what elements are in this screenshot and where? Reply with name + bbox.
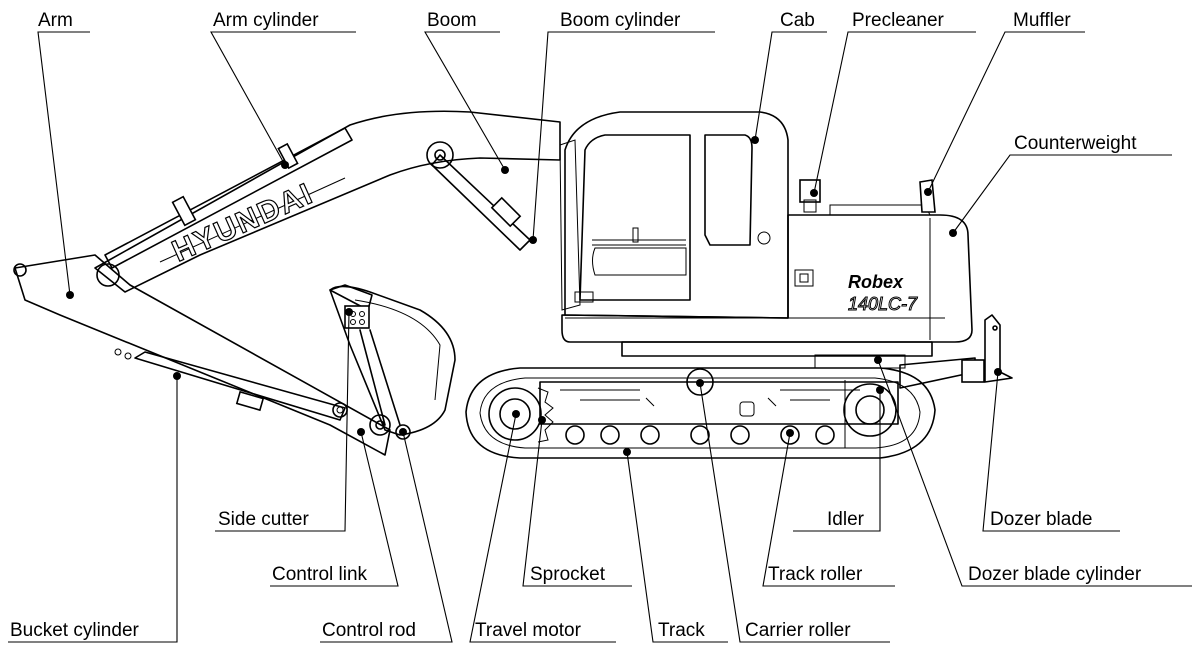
leader-boom: [424, 31, 506, 171]
leader-track: [626, 451, 728, 643]
leader-precleaner: [813, 31, 976, 194]
leader-cab: [754, 31, 827, 141]
leader-counterweight: [952, 154, 1172, 234]
leader-dozer-blade: [982, 371, 1120, 532]
label-muffler: Muffler: [1013, 10, 1071, 31]
label-carrier-roller: Carrier roller: [745, 620, 851, 641]
swing-ring-shape: [621, 341, 933, 357]
label-precleaner: Precleaner: [852, 10, 945, 31]
leader-muffler: [927, 31, 1085, 193]
label-control-rod: Control rod: [322, 620, 416, 641]
label-track: Track: [658, 620, 705, 641]
label-bucket-cylinder: Bucket cylinder: [10, 620, 140, 641]
leader-lines: [8, 31, 1192, 643]
leader-arm: [37, 31, 90, 296]
model-decal-number: 140LC-7: [848, 294, 918, 314]
boom-cylinder-shape: [431, 154, 531, 251]
leader-track-roller: [762, 432, 895, 587]
leader-carrier-roller: [699, 382, 890, 643]
label-dozer-blade: Dozer blade: [990, 509, 1092, 530]
excavator-drawing: HYUNDAI: [13, 110, 1013, 459]
label-arm-cylinder: Arm cylinder: [213, 10, 319, 31]
leader-control-rod: [320, 431, 453, 643]
bucket-shape: [329, 284, 456, 440]
label-dozer-blade-cylinder: Dozer blade cylinder: [968, 564, 1142, 585]
cab-shape: [559, 111, 789, 319]
leader-control-link: [270, 431, 399, 587]
label-arm: Arm: [38, 10, 73, 31]
label-idler: Idler: [827, 509, 865, 530]
leader-travel-motor: [469, 413, 616, 643]
label-boom: Boom: [427, 10, 477, 31]
leader-sprocket: [522, 419, 632, 587]
leader-side-cutter: [215, 311, 350, 532]
model-decal-series: Robex: [848, 272, 904, 292]
leader-boom-cylinder: [532, 31, 715, 241]
label-side-cutter: Side cutter: [218, 509, 309, 530]
labels: Arm Arm cylinder Boom Boom cylinder Cab …: [10, 10, 1142, 641]
arm-shape: [13, 254, 391, 456]
arm-cylinder-shape: [104, 127, 353, 269]
leader-idler: [793, 390, 881, 532]
label-boom-cylinder: Boom cylinder: [560, 10, 681, 31]
upper-structure-shape: Robex 140LC-7: [561, 179, 973, 343]
leader-dozer-blade-cylinder: [877, 359, 1192, 587]
label-cab: Cab: [780, 10, 815, 31]
leader-bucket-cylinder: [8, 376, 178, 643]
label-sprocket: Sprocket: [530, 564, 606, 585]
leader-arm-cylinder: [210, 31, 356, 166]
label-travel-motor: Travel motor: [475, 620, 582, 641]
label-control-link: Control link: [272, 564, 368, 585]
label-counterweight: Counterweight: [1014, 133, 1137, 154]
bucket-cylinder-shape: [134, 351, 348, 421]
label-track-roller: Track roller: [768, 564, 863, 585]
